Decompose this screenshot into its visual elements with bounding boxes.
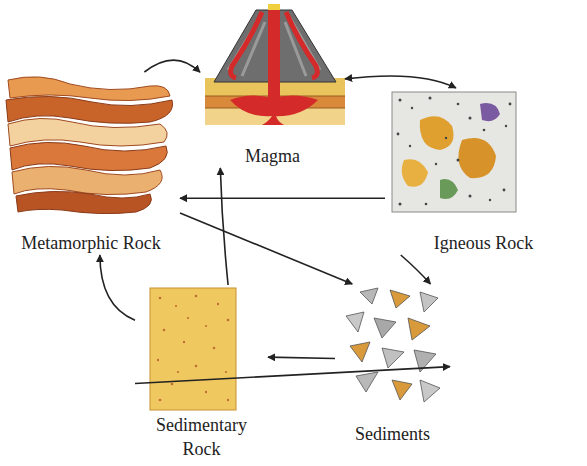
rock-node: Magma	[200, 3, 345, 168]
cycle-arrow	[401, 255, 431, 284]
metamorphic-illustration	[6, 77, 173, 214]
rock-label: Sediments	[353, 422, 432, 446]
cycle-arrow	[135, 367, 450, 384]
cycle-arrow	[180, 197, 385, 199]
cycle-arrow	[144, 60, 200, 72]
cycle-arrow	[180, 213, 352, 284]
rock-label: Igneous Rock	[432, 231, 535, 255]
igneous-illustration	[392, 92, 516, 212]
rock-label: Sedimentary Rock	[144, 413, 260, 461]
rock-label: Magma	[243, 144, 302, 168]
sediments-illustration	[346, 288, 440, 402]
cycle-arrow	[220, 168, 228, 285]
cycle-arrow	[345, 76, 456, 88]
rock-node: Sedimentary Rock	[135, 285, 268, 461]
rock-node: Igneous Rock	[385, 88, 582, 255]
cycle-arrow	[268, 357, 335, 358]
rock-label: Metamorphic Rock	[19, 231, 162, 255]
cycle-arrow	[100, 255, 135, 320]
rock-node: Sediments	[335, 284, 450, 446]
volcano-illustration	[205, 4, 345, 125]
sedimentary-illustration	[150, 288, 236, 410]
rock-node: Metamorphic Rock	[2, 72, 180, 255]
